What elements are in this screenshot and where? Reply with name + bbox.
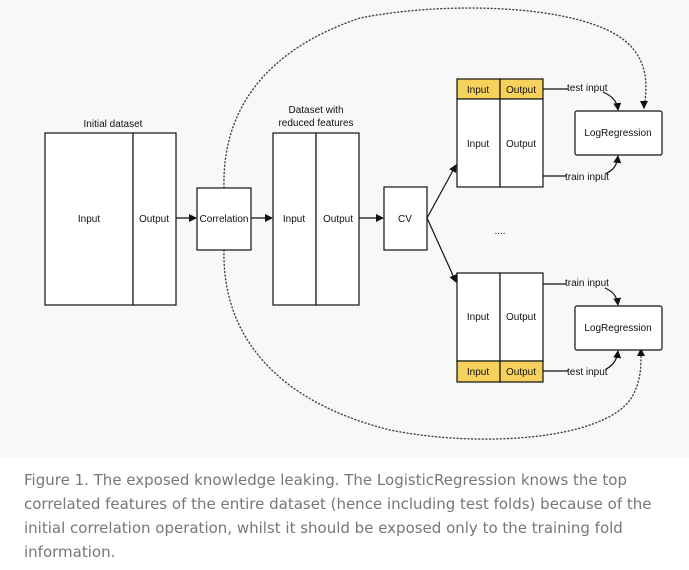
- upper-train-output-label: Output: [506, 139, 536, 150]
- upper-test-input-label: Input: [467, 85, 489, 96]
- upper-train-input-text: train input: [565, 172, 609, 183]
- upper-test-input-text: test input: [567, 83, 608, 94]
- lower-train-input-text: train input: [565, 278, 609, 289]
- figure-caption: Figure 1. The exposed knowledge leaking.…: [24, 471, 652, 561]
- lower-logregression-label: LogRegression: [584, 323, 651, 334]
- lower-train-input-arrow: [604, 287, 622, 306]
- upper-logregression-label: LogRegression: [584, 128, 651, 139]
- initial-input-box: [44, 132, 134, 306]
- reduced-output-label: Output: [323, 214, 353, 225]
- reduced-dataset-title-line2: reduced features: [278, 118, 353, 129]
- arrow-cv-to-lower-fold: [426, 217, 457, 283]
- lower-train-input-label: Input: [467, 312, 489, 323]
- lower-logregression-box: [574, 305, 663, 351]
- initial-dataset-title: Initial dataset: [84, 119, 143, 130]
- dotted-arrowhead-top: [640, 101, 648, 109]
- dotted-arrowhead-bottom: [637, 348, 645, 356]
- upper-test-input-arrow: [602, 91, 622, 111]
- diagram-panel: Initial dataset Input Output Correlation…: [44, 7, 663, 440]
- leak-dotted-path-top: [223, 7, 647, 189]
- reduced-dataset-title-line1: Dataset with: [288, 105, 343, 116]
- lower-test-output-label: Output: [506, 367, 536, 378]
- lower-train-output-cell: [499, 272, 544, 362]
- knowledge-leak-diagram: Initial dataset Input Output Correlation…: [44, 7, 663, 440]
- lower-test-input-text: test input: [567, 367, 608, 378]
- initial-input-label: Input: [78, 214, 100, 225]
- upper-test-output-label: Output: [506, 85, 536, 96]
- lower-test-input-label: Input: [467, 367, 489, 378]
- cv-label: CV: [398, 214, 412, 225]
- upper-train-input-label: Input: [467, 139, 489, 150]
- arrow-cv-to-upper-fold: [426, 164, 457, 219]
- folds-ellipsis: ....: [494, 226, 505, 237]
- upper-train-input-arrow: [604, 155, 622, 175]
- lower-test-input-arrow: [605, 350, 622, 370]
- initial-output-label: Output: [139, 214, 169, 225]
- leak-dotted-path-bottom: [223, 249, 642, 440]
- lower-train-output-label: Output: [506, 312, 536, 323]
- correlation-label: Correlation: [200, 214, 249, 225]
- reduced-input-label: Input: [283, 214, 305, 225]
- reduced-output-box: [315, 132, 360, 306]
- upper-logregression-box: [574, 110, 663, 156]
- initial-output-box: [132, 132, 177, 306]
- reduced-input-box: [272, 132, 317, 306]
- upper-train-output-cell: [499, 98, 544, 188]
- correlation-box: [196, 187, 252, 251]
